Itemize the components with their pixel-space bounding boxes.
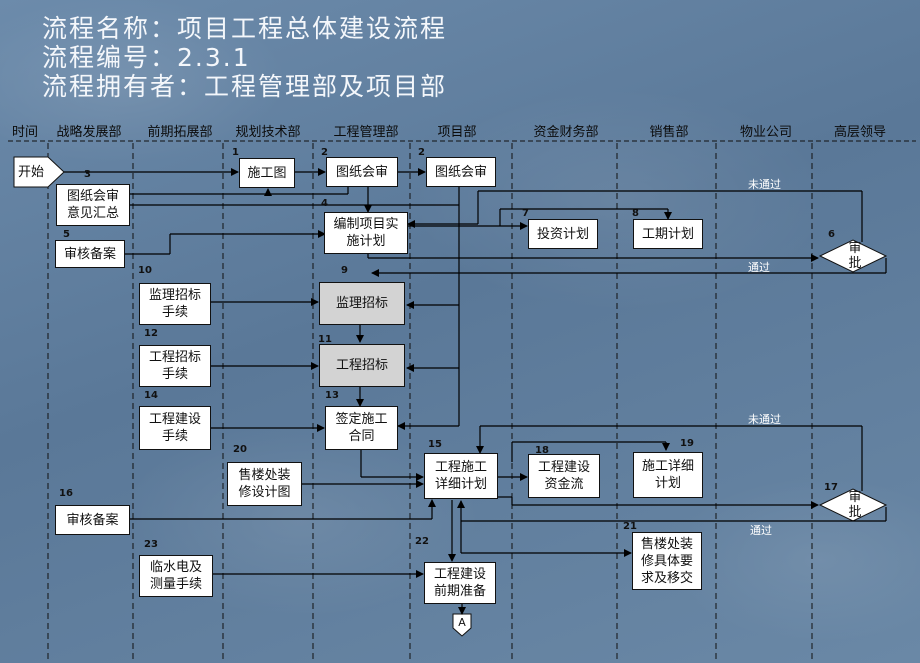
- connector-a: A: [458, 615, 466, 629]
- process-number: 流程编号：2.3.1: [42, 43, 251, 72]
- decision-approve-17: 审 批: [848, 490, 862, 520]
- step-number: 1: [232, 147, 239, 158]
- note-not-passed-2: 未通过: [748, 413, 781, 426]
- step-number: 19: [680, 438, 694, 449]
- step-number: 3: [84, 169, 91, 180]
- step-engineering-tender: 工程招标: [319, 344, 405, 387]
- step-preliminary-preparation: 工程建设 前期准备: [424, 562, 496, 604]
- lane-sales: 销售部: [649, 125, 689, 140]
- step-number: 6: [828, 229, 835, 240]
- lane-planning-tech: 规划技术部: [235, 125, 301, 140]
- step-number: 11: [318, 334, 332, 345]
- step-number: 12: [144, 328, 158, 339]
- lane-engineering-mgmt: 工程管理部: [333, 125, 399, 140]
- step-sign-contract: 签定施工 合同: [325, 406, 398, 450]
- decision-approve-6: 审 批: [848, 241, 862, 271]
- step-sales-office-handover: 售楼处装 修具体要 求及移交: [632, 532, 702, 590]
- step-number: 2: [418, 147, 425, 158]
- start-node: 开始: [17, 164, 44, 180]
- step-construction-procedures: 工程建设 手续: [139, 406, 211, 450]
- step-number: 17: [824, 482, 838, 493]
- step-number: 8: [632, 208, 639, 219]
- step-number: 15: [428, 439, 442, 450]
- step-number: 20: [233, 444, 247, 455]
- step-number: 4: [321, 198, 328, 209]
- step-drawing-review-eng: 图纸会审: [326, 157, 398, 187]
- step-number: 7: [522, 208, 529, 219]
- step-construction-drawing: 施工图: [239, 158, 295, 188]
- note-passed-1: 通过: [748, 261, 770, 274]
- step-number: 22: [415, 536, 429, 547]
- step-number: 10: [138, 265, 152, 276]
- step-schedule-plan: 工期计划: [633, 219, 703, 249]
- note-not-passed-1: 未通过: [748, 178, 781, 191]
- start-shape: [13, 156, 65, 188]
- lane-preliminary: 前期拓展部: [147, 125, 213, 140]
- step-utilities-survey: 临水电及 测量手续: [139, 555, 213, 597]
- process-owner: 流程拥有者：工程管理部及项目部: [42, 72, 448, 101]
- lane-strategy: 战略发展部: [56, 125, 122, 140]
- process-name: 流程名称：项目工程总体建设流程: [42, 14, 448, 43]
- step-number: 16: [59, 488, 73, 499]
- step-number: 21: [623, 521, 637, 532]
- step-number: 23: [144, 539, 158, 550]
- step-capital-flow: 工程建设 资金流: [528, 454, 600, 498]
- step-filing-5: 审核备案: [55, 240, 125, 268]
- step-number: 13: [325, 390, 339, 401]
- step-review-summary: 图纸会审 意见汇总: [56, 184, 130, 226]
- step-number: 5: [63, 229, 70, 240]
- step-detailed-construction-plan: 工程施工 详细计划: [424, 453, 498, 499]
- step-supervision-tender: 监理招标: [319, 282, 405, 325]
- lane-time: 时间: [11, 125, 39, 140]
- step-number: 2: [321, 147, 328, 158]
- lane-project: 项目部: [437, 125, 477, 140]
- lane-property: 物业公司: [739, 125, 793, 140]
- lane-executive: 高层领导: [833, 125, 887, 140]
- step-filing-16: 审核备案: [55, 505, 130, 535]
- decision-diamond-6: [818, 239, 888, 273]
- step-number: 14: [144, 390, 158, 401]
- note-passed-2: 通过: [750, 524, 772, 537]
- step-investment-plan: 投资计划: [528, 219, 598, 249]
- step-detailed-schedule: 施工详细 计划: [633, 452, 703, 498]
- step-sales-office-design: 售楼处装 修设计图: [227, 462, 302, 506]
- step-number: 18: [535, 445, 549, 456]
- step-drawing-review-project: 图纸会审: [426, 157, 496, 187]
- lane-finance: 资金财务部: [533, 125, 599, 140]
- step-supervision-procedures: 监理招标 手续: [139, 283, 211, 325]
- step-project-plan: 编制项目实 施计划: [324, 212, 408, 254]
- step-number: 9: [341, 265, 348, 276]
- step-tender-procedures: 工程招标 手续: [139, 345, 211, 387]
- connector-shape: [452, 613, 472, 637]
- decision-diamond-17: [818, 488, 888, 522]
